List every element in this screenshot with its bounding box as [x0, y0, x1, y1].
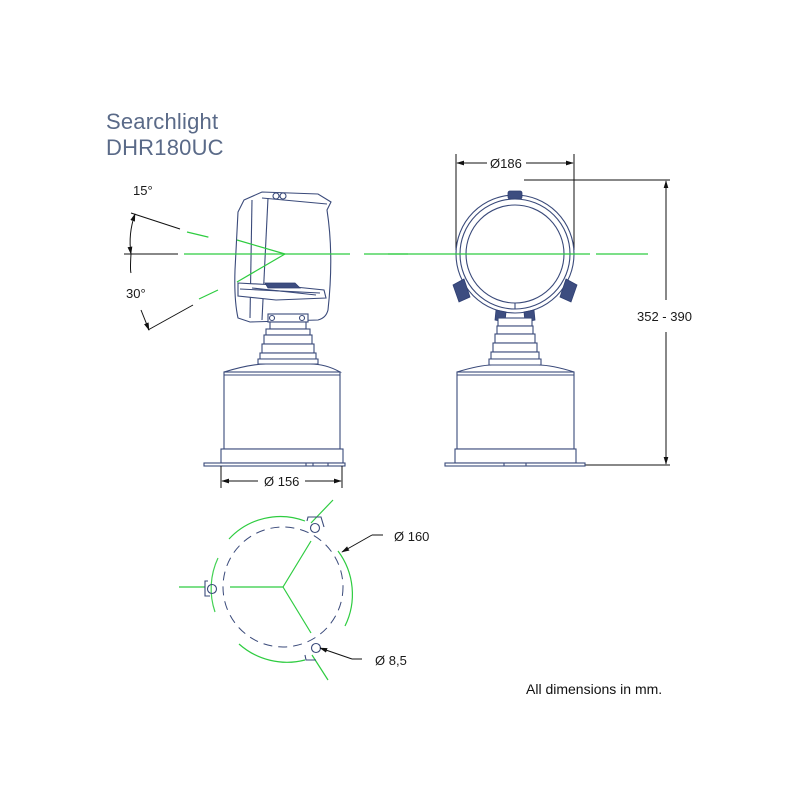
front-view [388, 154, 670, 467]
tilt-down-label: 30° [126, 286, 146, 301]
mounting-hole-left [204, 580, 218, 597]
side-lamp-head [228, 191, 350, 323]
model-title: DHR180UC [106, 135, 224, 160]
mounting-hole-top [306, 516, 325, 534]
bolt-circle [222, 526, 344, 648]
bolt-circle-label: Ø 160 [394, 529, 430, 544]
height-dimension [524, 179, 670, 466]
side-base [203, 363, 346, 467]
hole-diameter-label: Ø 8,5 [375, 653, 407, 668]
height-label: 352 - 390 [637, 309, 692, 324]
head-diameter-dimension [455, 154, 575, 250]
outer-arc [228, 515, 306, 540]
mounting-plan [179, 499, 383, 681]
base-diameter-label: Ø 156 [264, 474, 300, 489]
bolt-circle-leader [341, 534, 383, 553]
head-diameter-label: Ø186 [490, 156, 522, 171]
side-view [124, 191, 408, 488]
tilt-angle-dimension [124, 212, 228, 331]
product-title: Searchlight [106, 109, 219, 134]
side-neck [257, 313, 319, 365]
front-neck [488, 317, 542, 366]
mounting-hole-bottom [304, 642, 322, 661]
front-base [444, 364, 586, 467]
tilt-up-label: 15° [133, 183, 153, 198]
units-note: All dimensions in mm. [526, 681, 663, 697]
base-diameter-dimension [220, 466, 343, 488]
hole-leader [319, 647, 362, 660]
front-lamp-head [452, 190, 578, 323]
